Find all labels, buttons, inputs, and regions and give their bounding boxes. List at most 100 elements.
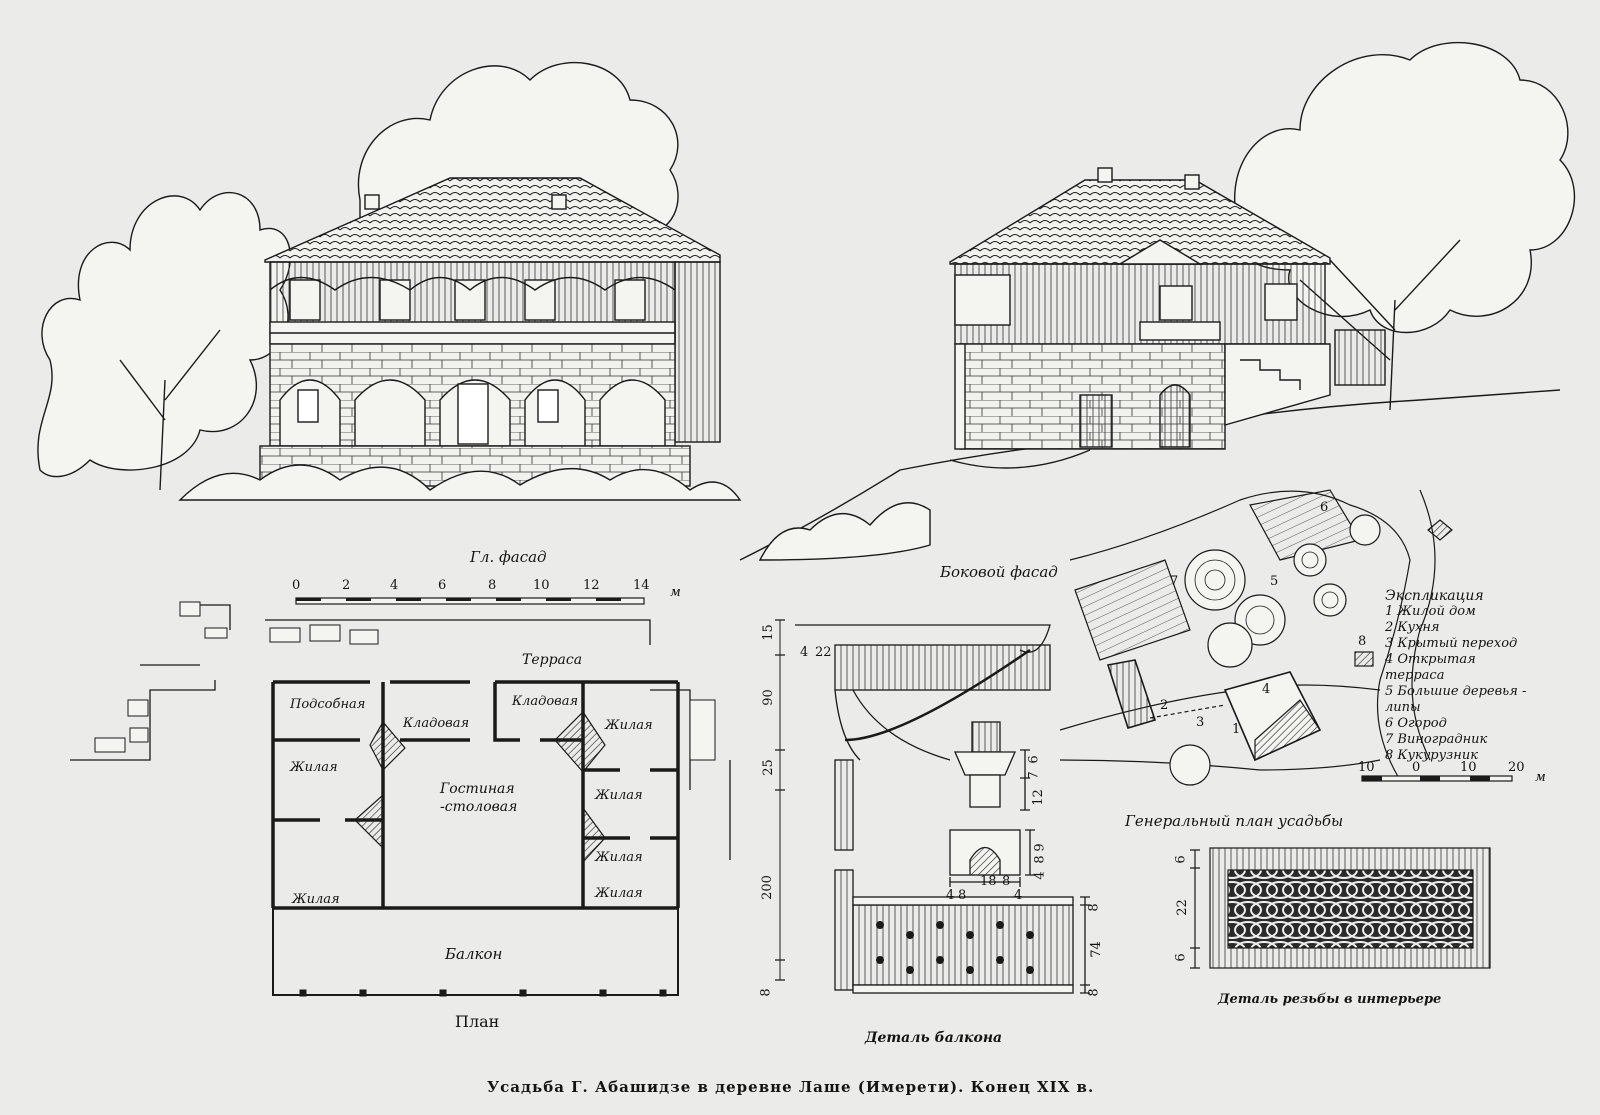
dim-top: 22 <box>815 645 832 660</box>
dim-bracket-bottom: 8 <box>958 888 967 903</box>
explication-item: 1 Жилой дом <box>1385 604 1476 619</box>
plan-scale-tick: 0 <box>292 578 301 593</box>
side-roof <box>949 179 1331 265</box>
room-balcony: Балкон <box>445 945 503 963</box>
side-window-1 <box>1159 285 1193 321</box>
explication-list: Экспликация 1 Жилой дом 2 Кухня 3 Крытый… <box>1385 588 1595 764</box>
room-guest-dining: Гостиная -столовая <box>440 781 518 815</box>
dim-rail: 8 <box>1086 903 1102 912</box>
dim-bracket-side: 8 <box>1032 855 1048 864</box>
dim-bracket-side: 4 <box>1032 871 1048 880</box>
site-number: 5 <box>1270 574 1279 589</box>
plan-scale-tick: 8 <box>488 578 497 593</box>
plan-title: План <box>455 1012 500 1031</box>
shrubs <box>178 464 742 501</box>
dim-capital: 12 <box>1030 789 1046 806</box>
dim-vertical: 15 <box>760 624 776 641</box>
room-living-4: Жилая <box>292 892 340 907</box>
carving-detail-title: Деталь резьбы в интерьере <box>1218 992 1442 1007</box>
sheet-caption: Усадьба Г. Абашидзе в деревне Лаше (Имер… <box>487 1078 1095 1096</box>
site-scale-tick: 10 <box>1358 760 1375 775</box>
site-scale-tick: 10 <box>1460 760 1477 775</box>
room-pantry-2: Кладовая <box>512 694 579 709</box>
gallery-windows <box>289 279 646 321</box>
tree-left-icon <box>37 191 292 491</box>
site-scale-unit: м <box>1535 770 1546 785</box>
explication-item: 6 Огород <box>1385 716 1447 731</box>
balcony-outline <box>272 908 679 996</box>
old-foundation <box>70 604 731 860</box>
explication-item: 4 Открытая терраса <box>1385 652 1476 683</box>
site-number: 8 <box>1358 634 1367 649</box>
dim-rail: 8 <box>1086 988 1102 997</box>
site-number: 1 <box>1232 722 1241 737</box>
plan-scale-tick: 14 <box>633 578 650 593</box>
side-arched-door <box>1159 384 1191 448</box>
plan-scale-tick: 6 <box>438 578 447 593</box>
balcony-post <box>834 759 854 851</box>
dim-vertical: 8 <box>758 988 774 997</box>
dim-bracket-bottom: 18 <box>980 874 997 889</box>
fireplace-4 <box>582 806 606 864</box>
vineyard <box>1074 559 1191 661</box>
fireplace-3 <box>354 793 384 850</box>
room-living-5: Жилая <box>595 850 643 865</box>
side-window-2 <box>1264 283 1298 321</box>
kitchen-building <box>1106 659 1157 729</box>
carving-dim: 22 <box>1174 899 1190 916</box>
room-living-3: Жилая <box>595 788 643 803</box>
bracket-detail <box>949 829 1035 887</box>
balcony-railing <box>852 904 1074 986</box>
plan-scale-unit: м <box>670 585 681 600</box>
plan-scale-tick: 4 <box>390 578 399 593</box>
corn-crib <box>1354 651 1374 667</box>
plan-scale-tick: 12 <box>583 578 600 593</box>
site-number: 3 <box>1196 715 1205 730</box>
dim-bracket-bottom: 8 <box>1002 874 1011 889</box>
side-facade-drawing <box>739 41 1576 561</box>
plan-scale-bar <box>295 597 645 605</box>
carving-detail-drawing <box>1190 847 1491 969</box>
site-number: 2 <box>1160 698 1169 713</box>
site-number: 6 <box>1320 500 1329 515</box>
dim-rail: 74 <box>1088 941 1104 958</box>
site-scale-tick: 20 <box>1508 760 1525 775</box>
fireplace-1 <box>369 720 406 772</box>
dim-vertical: 25 <box>760 759 776 776</box>
site-plan-drawing <box>1059 489 1513 786</box>
site-number: 7 <box>1170 574 1179 589</box>
plan-scale-tick: 10 <box>533 578 550 593</box>
balcony-detail-title: Деталь балкона <box>865 1030 1003 1046</box>
explication-item: 8 Кукурузник <box>1385 748 1478 763</box>
explication-title: Экспликация <box>1385 588 1484 604</box>
room-pantry-1: Кладовая <box>403 716 470 731</box>
room-utility: Подсобная <box>290 697 366 712</box>
linden-trees <box>1169 514 1381 786</box>
site-scale-bar <box>1361 775 1513 782</box>
balcony-beam <box>834 644 1051 691</box>
carving-dim: 6 <box>1173 953 1189 962</box>
dim-vertical: 200 <box>759 875 775 900</box>
carving-dim: 6 <box>1173 855 1189 864</box>
room-living-1: Жилая <box>290 760 338 775</box>
carved-ornament-band <box>1227 869 1474 949</box>
explication-item: 5 Большие деревья - липы <box>1385 684 1527 715</box>
dim-bracket-bottom: 4 <box>1014 888 1023 903</box>
dim-bracket-bottom: 4 <box>946 888 955 903</box>
dim-vertical: 90 <box>760 689 776 706</box>
main-roof <box>264 177 721 263</box>
site-scale-tick: 0 <box>1412 760 1421 775</box>
room-living-2: Жилая <box>605 718 653 733</box>
floor-plan <box>70 597 731 997</box>
plan-scale-tick: 2 <box>342 578 351 593</box>
main-facade-title: Гл. фасад <box>470 548 547 566</box>
site-number: 4 <box>1262 682 1271 697</box>
balcony-detail-drawing <box>775 619 1090 994</box>
dim-bracket-side: 9 <box>1032 843 1048 852</box>
side-facade-title: Боковой фасад <box>940 563 1058 581</box>
room-living-6: Жилая <box>595 886 643 901</box>
explication-item: 2 Кухня <box>1385 620 1440 635</box>
site-plan-title: Генеральный план усадьбы <box>1125 812 1344 830</box>
dim-capital: 6 <box>1026 755 1042 764</box>
